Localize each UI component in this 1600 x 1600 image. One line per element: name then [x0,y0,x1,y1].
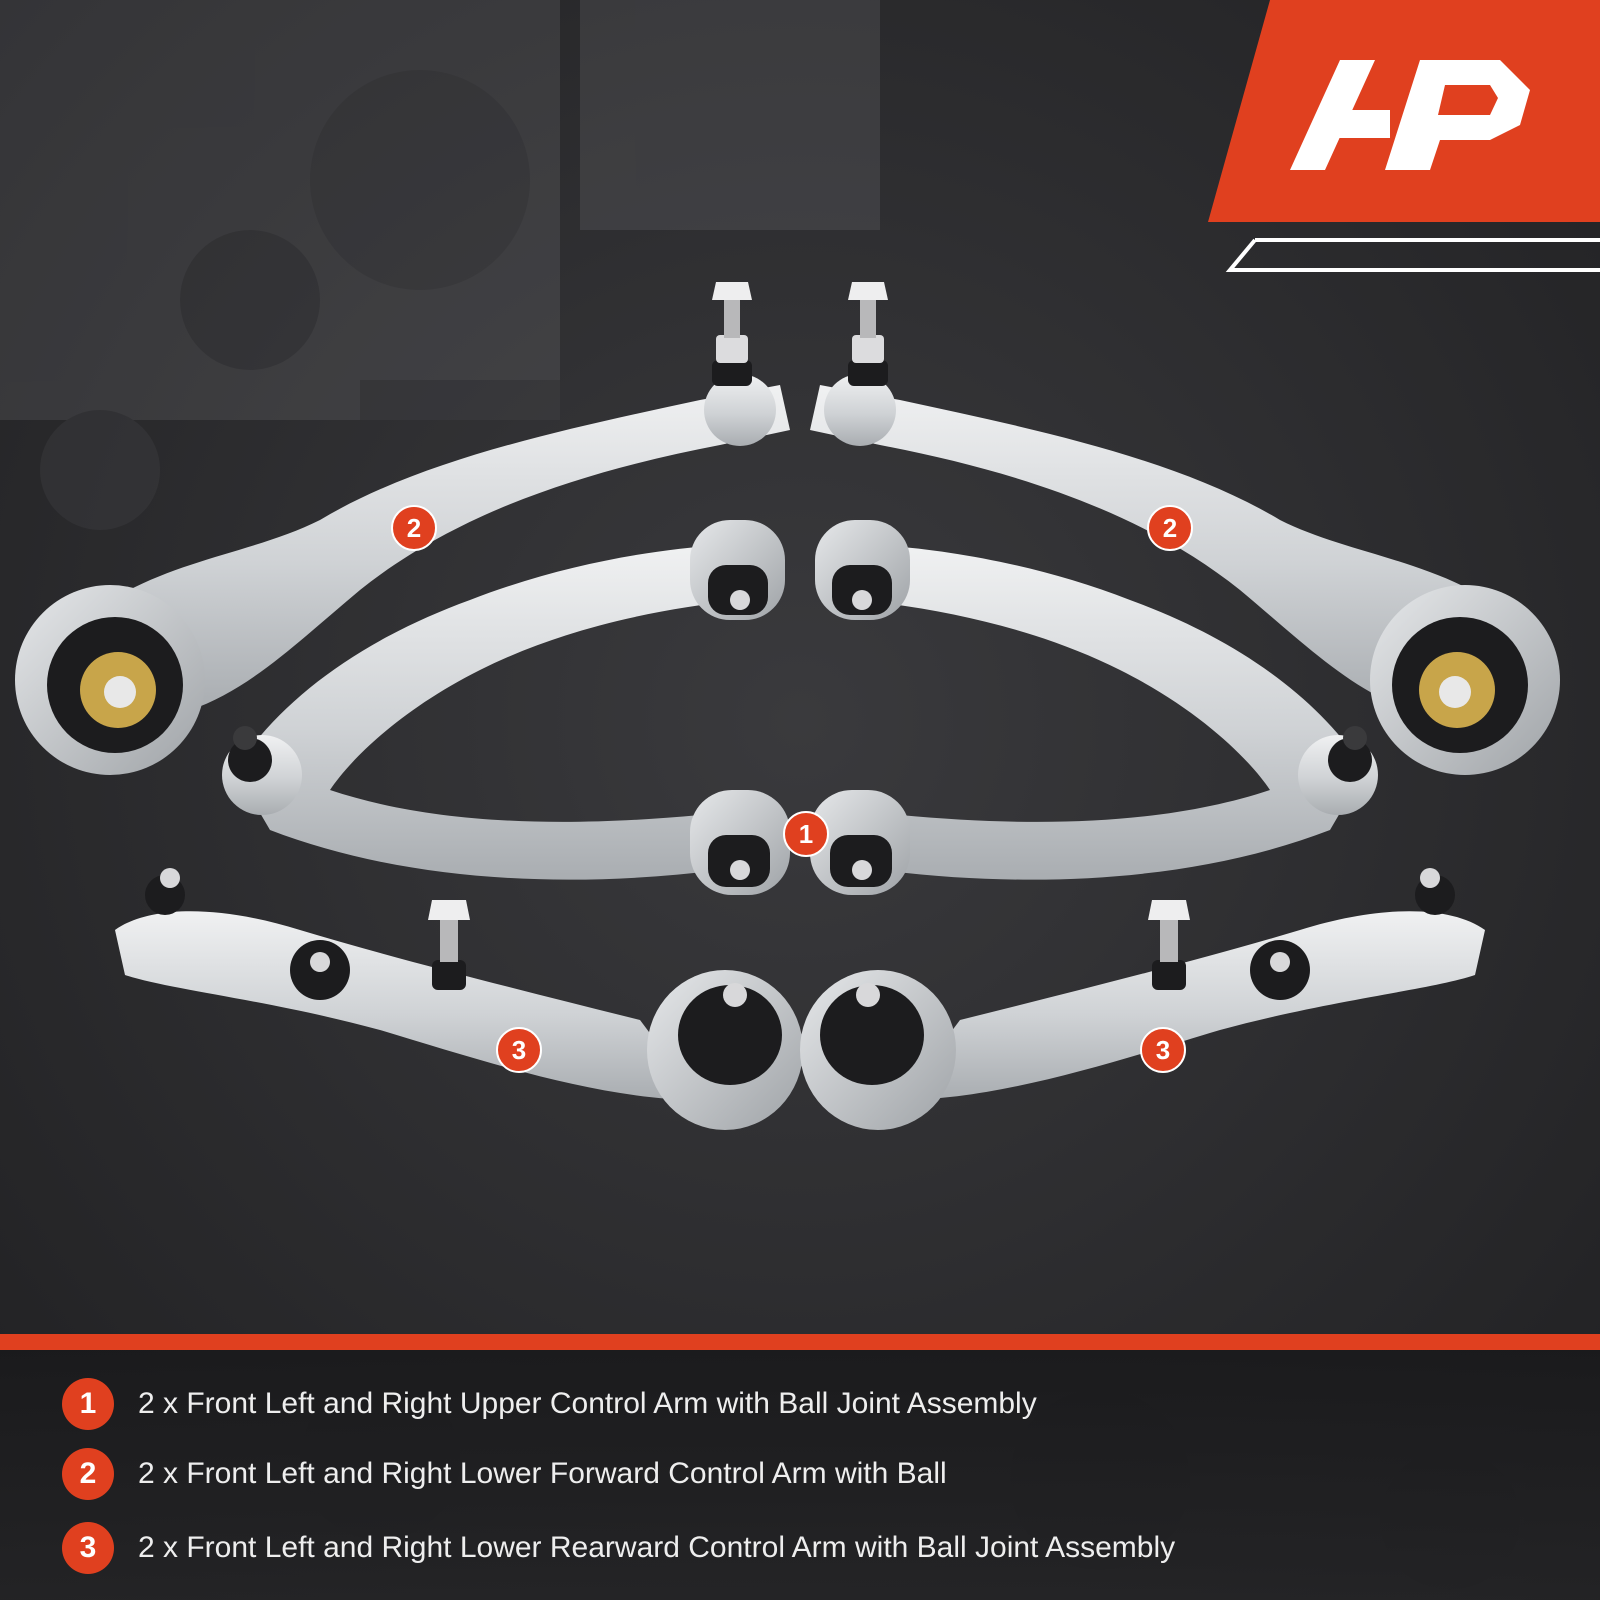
lower-forward-control-arm-left [15,282,790,775]
legend-number: 1 [62,1378,114,1430]
legend-item-3: 3 2 x Front Left and Right Lower Rearwar… [62,1520,1175,1576]
callout-badge-3-right: 3 [1140,1027,1186,1073]
lower-forward-control-arm-right [810,282,1560,775]
legend-text: 2 x Front Left and Right Lower Rearward … [138,1531,1176,1564]
background-engine-bay [0,0,880,530]
legend-item-2: 2 2 x Front Left and Right Lower Forward… [62,1446,947,1502]
legend-panel [0,1334,1600,1600]
legend-number: 3 [62,1522,114,1574]
upper-control-arm-right [810,520,1378,895]
callout-badge-3-left: 3 [496,1027,542,1073]
lower-rearward-control-arm-left [115,868,803,1130]
callout-badge-2-right: 2 [1147,505,1193,551]
callout-badge-1: 1 [783,811,829,857]
legend-item-1: 1 2 x Front Left and Right Upper Control… [62,1376,1037,1432]
a-premium-logo [1208,0,1600,272]
legend-text: 2 x Front Left and Right Upper Control A… [138,1387,1037,1420]
upper-control-arm-left [222,520,790,895]
legend-text: 2 x Front Left and Right Lower Forward C… [138,1457,947,1490]
lower-rearward-control-arm-right [800,868,1485,1130]
callout-badge-2-left: 2 [391,505,437,551]
legend-accent-bar [0,1334,1600,1350]
legend-number: 2 [62,1448,114,1500]
